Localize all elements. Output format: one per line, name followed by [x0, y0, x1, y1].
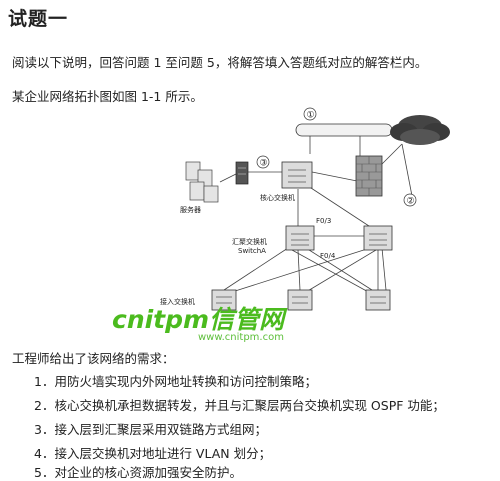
aggregation-switch-right-icon: [363, 225, 393, 251]
port-f0-3-label: F0/3: [316, 217, 331, 225]
access-switch-2-icon: [287, 289, 313, 311]
callout-2-label: ②: [407, 197, 415, 207]
callout-2-circle: [403, 193, 417, 207]
firewall-icon: [355, 155, 383, 197]
watermark-url: www.cnitpm.com: [198, 332, 284, 343]
access-switch-1-icon: [211, 289, 237, 311]
access-switch-label: 接入交换机: [160, 297, 195, 306]
access-switch-3-icon: [365, 289, 391, 311]
core-switch-icon: [281, 161, 313, 189]
device-1-box: ①: [295, 107, 393, 137]
network-links: [219, 130, 413, 295]
requirement-item: 1．用防火墙实现内外网地址转换和访问控制策略；: [34, 374, 317, 389]
requirement-item: 5．对企业的核心资源加强安全防护。: [34, 465, 242, 480]
port-f0-4-label: F0/4: [320, 252, 336, 260]
requirements-intro: 工程师给出了该网络的需求：: [12, 351, 175, 366]
aggregation-switch-label: 汇聚交换机: [232, 237, 267, 246]
aggregation-switch-left-icon: [285, 225, 315, 251]
servers-icon: [185, 161, 219, 203]
internet-cloud-icon: [390, 115, 450, 145]
servers-label: 服务器: [180, 205, 201, 214]
core-switch-label: 核心交换机: [260, 193, 295, 202]
requirement-item: 3．接入层到汇聚层采用双链路方式组网；: [34, 422, 267, 437]
question-title: 试题一: [8, 8, 69, 30]
instructions-text: 阅读以下说明，回答问题 1 至问题 5，将解答填入答题纸对应的解答栏内。: [12, 55, 428, 70]
watermark-brand: cnitpm信管网: [112, 305, 285, 334]
callout-3-label: ③: [260, 159, 268, 169]
device-3-icon: [235, 161, 249, 185]
network-topology-diagram: ①: [150, 104, 495, 340]
callout-3-circle: [256, 155, 270, 169]
requirement-item: 4．接入层交换机对地址进行 VLAN 划分；: [34, 446, 272, 461]
topology-intro-text: 某企业网络拓扑图如图 1-1 所示。: [12, 89, 203, 104]
switch-a-label: SwitchA: [238, 247, 266, 255]
callout-1-label: ①: [307, 111, 315, 121]
requirement-item: 2．核心交换机承担数据转发，并且与汇聚层两台交换机实现 OSPF 功能；: [34, 398, 445, 413]
